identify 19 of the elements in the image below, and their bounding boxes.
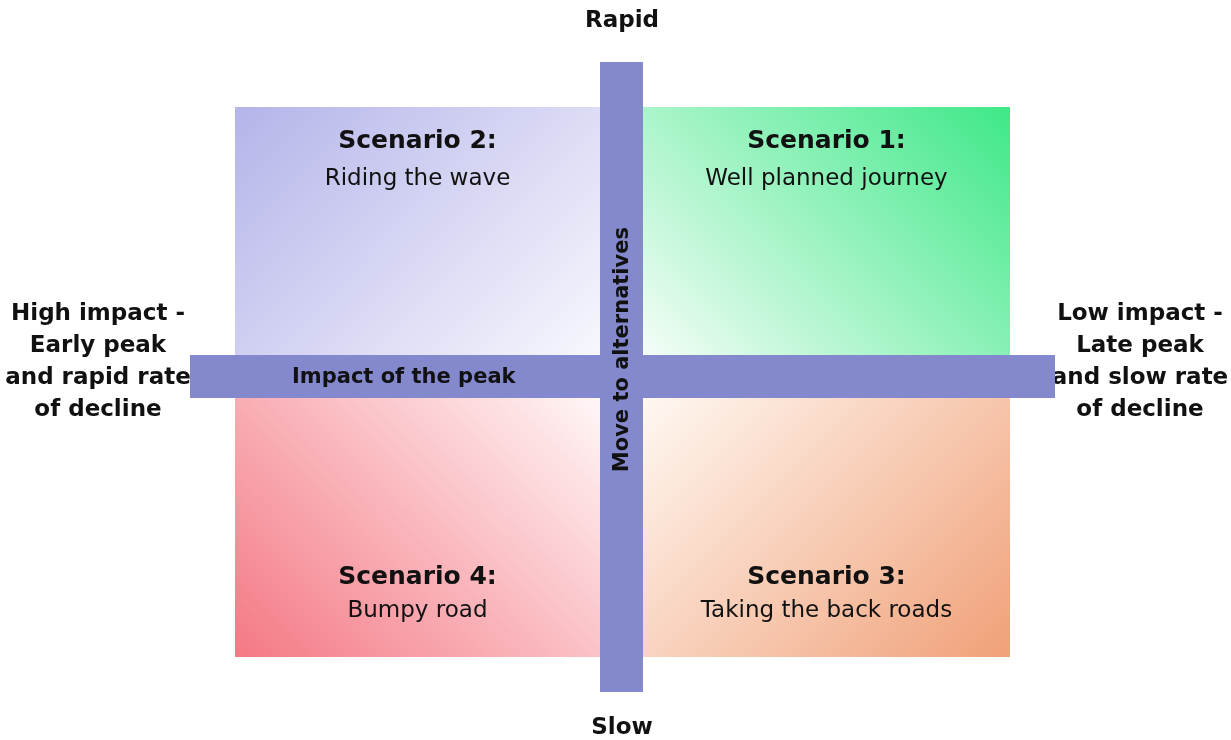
axis-title: Impact of the peak: [292, 364, 516, 388]
scenario-heading: Scenario 1:: [747, 125, 906, 154]
scenario-description: Taking the back roads: [700, 596, 953, 622]
scenario-description: Well planned journey: [705, 164, 948, 190]
axis-end-label: Rapid: [584, 6, 659, 32]
scenario-heading: Scenario 3:: [747, 561, 906, 590]
scenario-panel: [235, 398, 600, 657]
scenario-panel: [235, 107, 600, 355]
axis-end-label: Low impact - Late peak and slow rate of decline: [1051, 299, 1229, 421]
axis-title: Move to alternatives: [609, 227, 633, 473]
scenario-description: Riding the wave: [324, 164, 511, 190]
scenario-heading: Scenario 2:: [338, 125, 497, 154]
axis-end-label: Slow: [591, 713, 653, 739]
scenario-panel: [643, 398, 1010, 657]
axis-end-label: High impact - Early peak and rapid rate of decline: [5, 299, 191, 421]
scenario-description: Bumpy road: [347, 596, 488, 622]
vertical-axis-bar: [600, 62, 643, 692]
scenario-panel: [643, 107, 1010, 355]
scenario-heading: Scenario 4:: [338, 561, 497, 590]
